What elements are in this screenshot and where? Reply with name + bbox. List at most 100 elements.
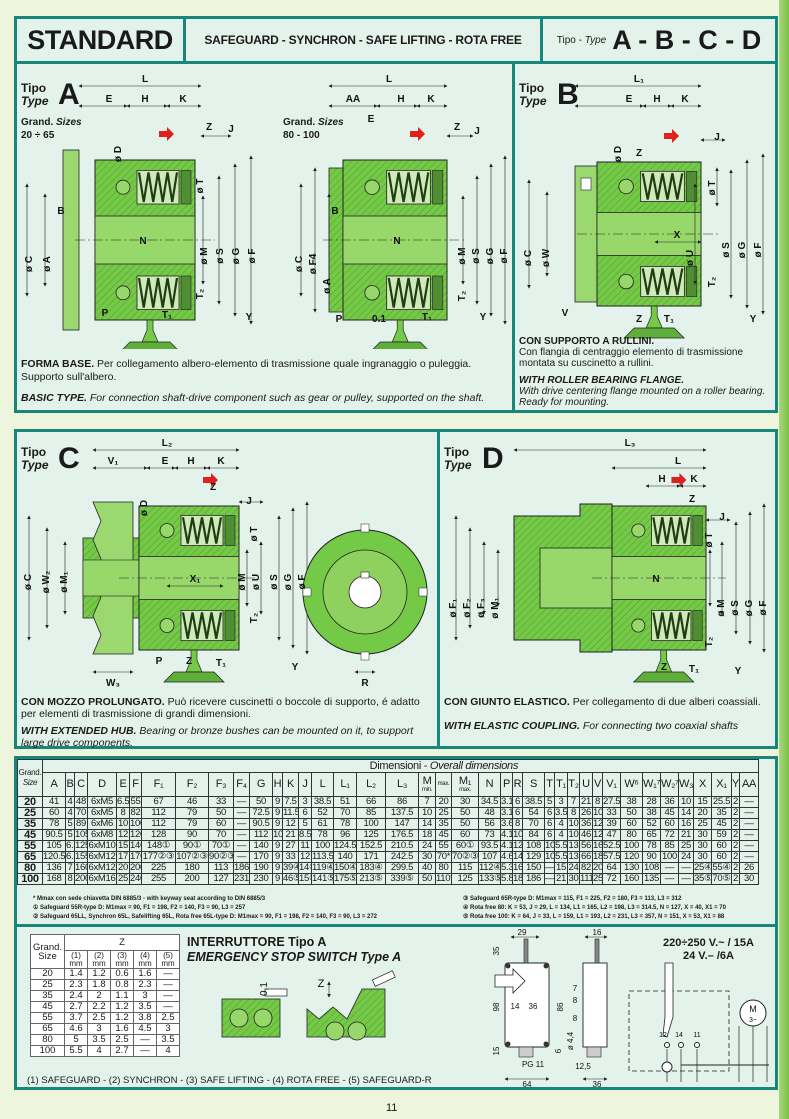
dimension-label: ø C — [23, 574, 34, 590]
column-header: T₁ — [554, 772, 568, 797]
table-cell: 213⑤ — [356, 873, 386, 885]
table-cell: — — [660, 873, 679, 885]
front-slot — [360, 523, 370, 533]
table-cell: 25.5 — [711, 796, 732, 808]
column-header: J — [298, 772, 312, 797]
table-cell: 140 — [249, 840, 273, 852]
rating-ac: 220÷250 V.~ / 15A — [663, 937, 754, 949]
column-header-label: W₂⁷ — [661, 778, 679, 790]
table-cell: 85 — [660, 840, 679, 852]
table-cell: 90 — [175, 829, 209, 841]
adjusting-ring — [686, 171, 698, 202]
column-header: T₂ — [567, 772, 580, 797]
dimension-label: ø U — [685, 250, 696, 266]
size-cell: 20 — [17, 796, 43, 808]
column-header-label: F₃ — [215, 778, 227, 790]
table-cell: 46 — [175, 796, 209, 808]
footnote: ① Safeguard 55R-type D: M1max = 90, F1 =… — [33, 905, 246, 911]
dimension-label: T₂ — [707, 277, 718, 288]
z-col-unit: mm — [92, 958, 106, 968]
raceway-open — [306, 988, 386, 1038]
table-cell: 82 — [579, 862, 593, 874]
table-row: 551056.51256xM1015146148①90①70①—14092711… — [17, 840, 760, 852]
terminal — [664, 1042, 670, 1048]
table-cell: 35 — [435, 818, 452, 830]
table-cell: 105 — [74, 829, 88, 841]
table-cell: 17 — [116, 851, 130, 863]
table-cell: 24 — [678, 851, 694, 863]
z-col-label: (3) — [117, 950, 127, 960]
column-header: F₂ — [175, 772, 209, 797]
red-arrow-icon — [203, 473, 218, 487]
table-cell: 7 — [418, 796, 436, 808]
table-cell: 59 — [711, 829, 732, 841]
switch-plunger — [645, 305, 663, 329]
table-cell: 50 — [451, 807, 479, 819]
table-cell: 26 — [579, 807, 593, 819]
switch-base — [623, 327, 686, 339]
dimension-label: L — [675, 456, 681, 467]
table-cell: 96 — [333, 829, 357, 841]
box-dimension: 7 — [573, 984, 578, 993]
table-cell: 5 — [544, 796, 555, 808]
front-slot — [418, 587, 428, 597]
table-cell: 2 — [731, 829, 740, 841]
column-header-label: V — [593, 778, 602, 790]
front-slot — [360, 651, 370, 661]
table-cell: 10 — [567, 829, 580, 841]
table-cell: — — [660, 862, 679, 874]
table-cell: 79 — [175, 807, 209, 819]
ball — [631, 618, 646, 633]
column-header: X₁ — [711, 772, 732, 797]
column-header: C — [74, 772, 88, 797]
dimension-label: ø T — [195, 179, 206, 194]
switch-base — [632, 671, 695, 683]
table-cell: 6 — [544, 829, 555, 841]
dimension-label: ø C — [24, 256, 35, 272]
dimension-label: ø F — [753, 243, 764, 258]
table-cell: 60 — [208, 818, 234, 830]
table-cell: 171 — [356, 851, 386, 863]
table-cell: 24 — [418, 840, 436, 852]
box-screw — [505, 1041, 511, 1047]
brand-title: STANDARD — [27, 24, 173, 55]
table-cell: 70① — [208, 840, 234, 852]
table-cell: 55④ — [711, 862, 732, 874]
column-header: F₄ — [233, 772, 250, 797]
table-cell: 12 — [116, 829, 130, 841]
column-header-label: F — [132, 778, 139, 790]
dimension-label: T₂ — [704, 637, 715, 648]
terminal-label: 12 — [659, 1032, 667, 1039]
dimension-label: J — [474, 126, 480, 137]
dimension-label: J — [714, 132, 720, 143]
table-cell: — — [738, 796, 760, 808]
table-cell: 100 — [620, 840, 643, 852]
table-cell: 10 — [512, 829, 523, 841]
column-header-label: AA — [741, 778, 757, 790]
table-cell: 35 — [711, 807, 732, 819]
table-cell: 9 — [272, 873, 283, 885]
switch-plunger — [141, 319, 159, 343]
dimension-label: Y — [292, 662, 299, 673]
column-header-label: G — [256, 778, 266, 790]
grand-label: Grand. — [21, 117, 54, 128]
table-cell: 6.5 — [65, 851, 75, 863]
column-header: A — [42, 772, 66, 797]
dimension-label: ø G — [283, 573, 294, 590]
dimension-label: H — [653, 94, 660, 105]
table-cell: 18 — [592, 851, 603, 863]
dimension-label: ø F — [297, 575, 308, 590]
column-header-label: L₂ — [366, 778, 376, 790]
sizes-label: Sizes — [56, 117, 82, 128]
column-header-label: F₄ — [236, 778, 247, 790]
table-cell: — — [738, 851, 760, 863]
table-cell: 78 — [42, 818, 66, 830]
dimension-label: ø F₁ — [448, 598, 459, 617]
desc-en-text: For connecting two coaxial shafts — [579, 720, 739, 732]
